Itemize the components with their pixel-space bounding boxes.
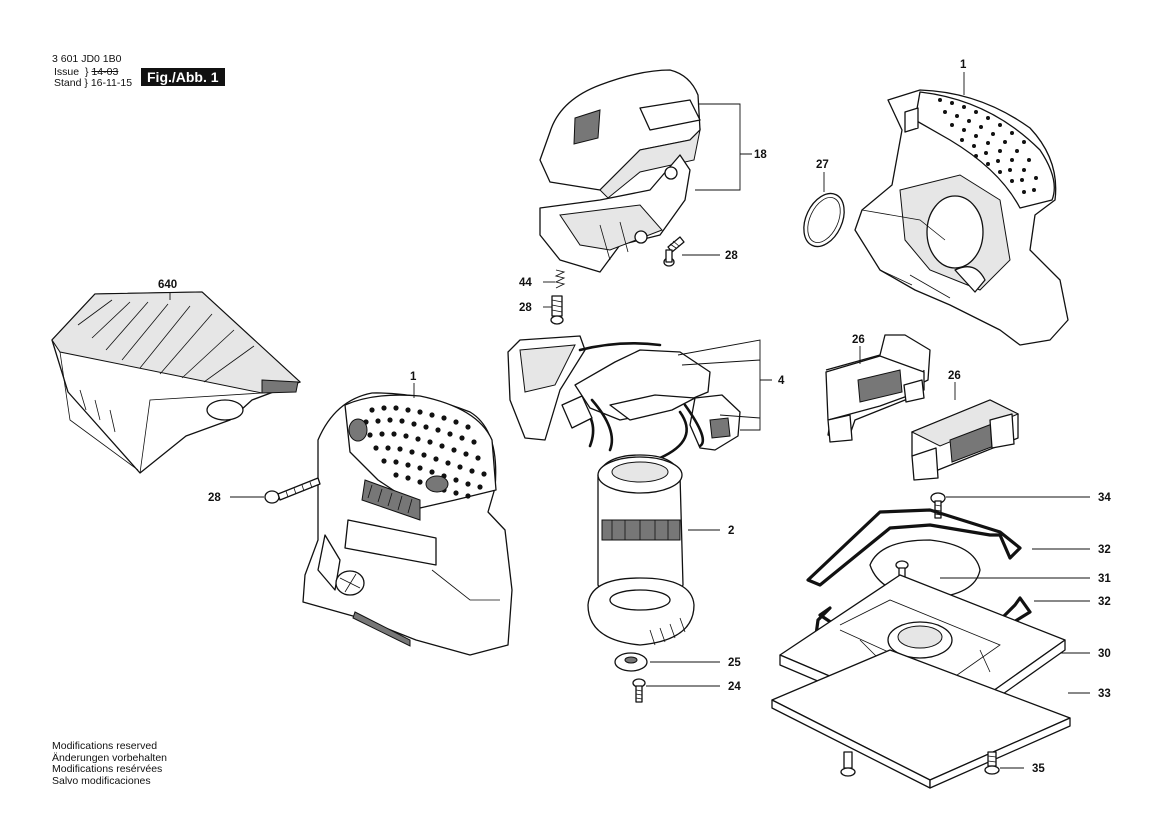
part-28-screw-left bbox=[550, 295, 564, 325]
part-26-bracket-b bbox=[910, 399, 1020, 481]
part-18-switch-cover bbox=[539, 69, 701, 273]
note-french: Modifications resérvées bbox=[52, 763, 163, 775]
callout-28-top: 28 bbox=[725, 250, 738, 262]
callout-26-a: 26 bbox=[852, 334, 865, 346]
part-640-dust-box bbox=[51, 291, 301, 474]
callout-30: 30 bbox=[1098, 648, 1111, 660]
part-1-housing-rear bbox=[854, 89, 1069, 346]
part-33-sanding-pad bbox=[771, 649, 1071, 789]
part-number: 3 601 JD0 1B0 bbox=[52, 53, 122, 65]
part-27-o-ring-inner bbox=[807, 197, 841, 243]
note-german: Änderungen vorbehalten bbox=[52, 751, 168, 764]
callout-numbers: 1 27 18 28 44 28 640 1 28 4 26 26 34 2 3… bbox=[158, 59, 1111, 775]
callout-25: 25 bbox=[728, 657, 741, 669]
part-26-bracket-a bbox=[825, 334, 931, 443]
part-24-screw bbox=[632, 678, 646, 703]
stand-label: Stand bbox=[54, 77, 82, 89]
part-35-screw-left bbox=[840, 751, 856, 777]
callout-28-left: 28 bbox=[519, 302, 532, 314]
figure-label: Fig./Abb. 1 bbox=[141, 68, 225, 86]
callout-28-mid: 28 bbox=[208, 492, 221, 504]
part-25-washer bbox=[614, 652, 648, 672]
callout-34: 34 bbox=[1098, 492, 1111, 504]
issue-label: Issue bbox=[54, 66, 80, 78]
part-44-spring bbox=[554, 269, 566, 289]
part-27-o-ring bbox=[803, 192, 845, 248]
note-english: Modifications reserved bbox=[52, 740, 158, 752]
stand-row: Stand } 16-11-15 bbox=[54, 77, 133, 89]
callout-18: 18 bbox=[754, 149, 767, 161]
part-2-motor bbox=[587, 454, 695, 646]
callout-32-a: 32 bbox=[1098, 544, 1111, 556]
leader-lines bbox=[169, 72, 1090, 769]
part-35-screw-right bbox=[984, 751, 1000, 775]
modification-notes: Modifications reserved Änderungen vorbeh… bbox=[52, 740, 168, 787]
callout-33: 33 bbox=[1098, 688, 1111, 700]
callout-4: 4 bbox=[778, 375, 785, 387]
vent-holes bbox=[363, 405, 487, 499]
callout-32-b: 32 bbox=[1098, 596, 1111, 608]
part-4-switch-assembly bbox=[507, 335, 741, 460]
part-32-seal-upper bbox=[806, 508, 1022, 587]
callout-2: 2 bbox=[728, 525, 734, 537]
callout-31: 31 bbox=[1098, 573, 1111, 585]
stand-value: 16-11-15 bbox=[90, 77, 133, 89]
note-spanish: Salvo modificaciones bbox=[52, 774, 151, 787]
callout-26-b: 26 bbox=[948, 370, 961, 382]
callout-44: 44 bbox=[519, 277, 532, 289]
callout-27: 27 bbox=[816, 159, 829, 171]
callout-1-front-housing: 1 bbox=[410, 371, 417, 383]
part-1-housing-front bbox=[302, 392, 513, 656]
part-28-screw-mid bbox=[264, 477, 321, 504]
callout-1-rear-housing: 1 bbox=[960, 59, 967, 71]
callout-35: 35 bbox=[1032, 763, 1045, 775]
vent-holes bbox=[938, 98, 1038, 194]
callout-24: 24 bbox=[728, 681, 741, 693]
issue-row: Issue } 14-03 bbox=[54, 66, 119, 78]
callout-640: 640 bbox=[158, 279, 177, 291]
issue-value: 14-03 bbox=[91, 66, 119, 78]
part-28-screw-top bbox=[663, 236, 685, 267]
